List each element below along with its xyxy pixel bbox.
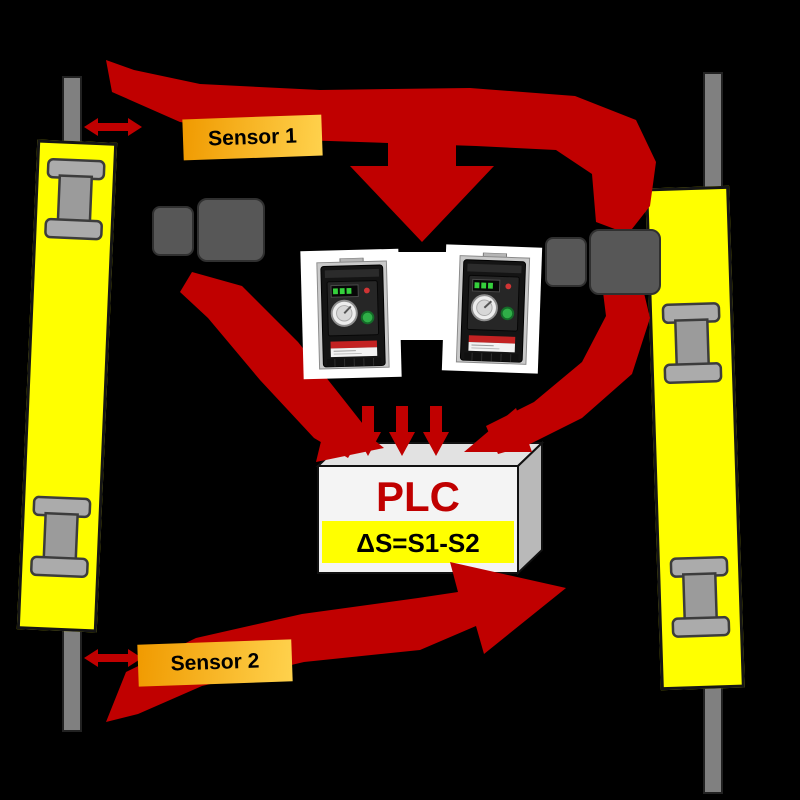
sensor2-measure-arrow	[84, 649, 142, 667]
sensor2-to-plc-band	[106, 562, 566, 722]
sensor2-label: Sensor 2	[137, 639, 293, 687]
sensor1-label: Sensor 1	[182, 114, 323, 161]
plc-title: PLC	[376, 473, 460, 520]
plc-top-face	[315, 442, 545, 467]
vfd-drive-left	[315, 256, 391, 370]
plc-box: PLC ΔS=S1-S2	[315, 440, 545, 576]
wheel-spool	[29, 495, 92, 579]
motor-left-gearbox	[152, 206, 194, 256]
motor-right	[589, 229, 661, 295]
arrow-into-drives	[350, 138, 494, 242]
plc-formula: ΔS=S1-S2	[356, 528, 479, 558]
motor-left	[197, 198, 265, 262]
sensor1-label-text: Sensor 1	[207, 123, 298, 151]
plc-side-face	[517, 440, 543, 576]
wheel-spool	[43, 157, 106, 241]
wheel-spool	[669, 555, 731, 639]
sensor2-label-text: Sensor 2	[170, 649, 260, 676]
vfd-drive-right	[455, 251, 531, 366]
motor-right-gearbox	[545, 237, 587, 287]
wheel-spool	[661, 301, 723, 385]
formula-strip	[322, 521, 514, 563]
sensor1-measure-arrow	[84, 118, 142, 136]
drive-gap-backdrop	[396, 252, 450, 340]
lift-mast-left	[16, 139, 118, 633]
